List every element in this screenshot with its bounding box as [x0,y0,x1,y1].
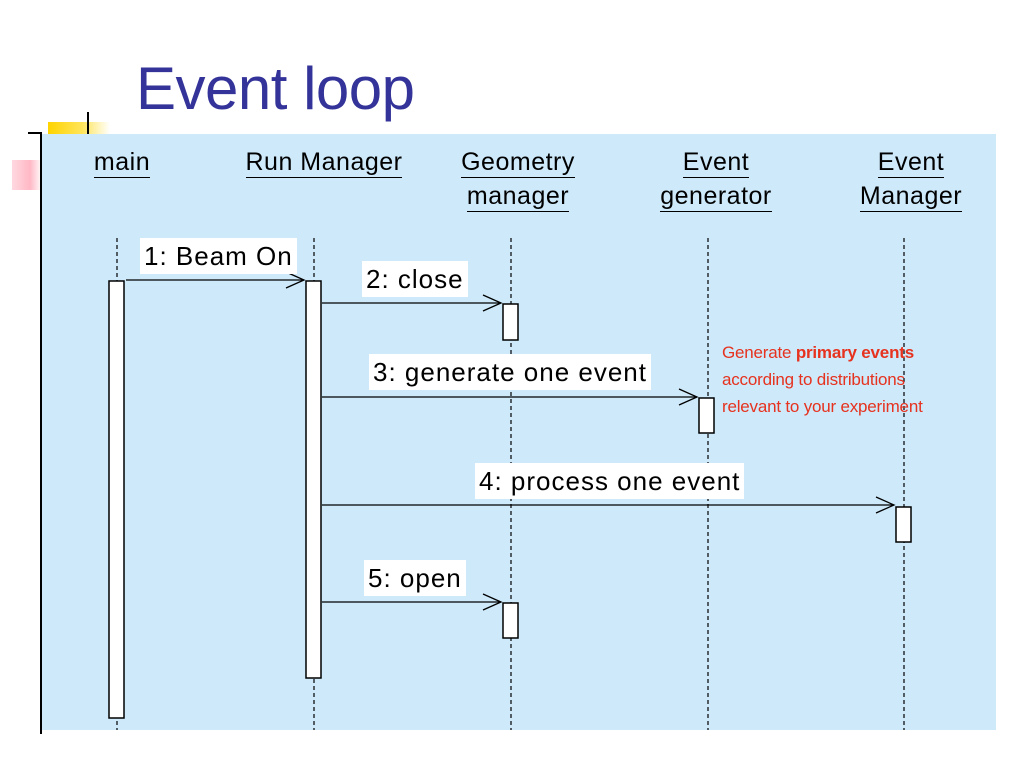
message-close-label: 2: close [362,261,468,297]
object-geometry-manager-line1: Geometry [461,148,575,178]
object-event-manager-line1: Event [877,148,945,178]
note-prefix: Generate [722,343,796,362]
decor-vertical-rule [40,134,42,734]
object-event-manager-line2: Manager [859,182,963,212]
object-event-manager: Event Manager [838,145,984,213]
activation-geometry-close [502,303,519,341]
slide-title: Event loop [136,55,415,122]
decor-horizontal-rule [28,132,42,134]
object-geometry-manager-line2: manager [466,182,570,212]
message-process-one-event-label: 4: process one event [475,463,745,499]
object-run-manager-label: Run Manager [245,148,403,178]
note-line3: relevant to your experiment [722,397,923,416]
arrowhead-beam-on [285,271,306,289]
decor-pink-block [12,160,42,190]
message-open-label: 5: open [364,560,466,596]
message-beam-on-label: 1: Beam On [140,238,297,274]
object-geometry-manager: Geometry manager [432,145,604,213]
activation-event-manager [895,506,912,543]
activation-event-generator [698,397,715,434]
object-event-generator: Event generator [634,145,798,213]
decor-tick [87,112,89,134]
object-event-generator-line2: generator [660,182,772,212]
note-line2: according to distributions [722,370,905,389]
object-event-generator-line1: Event [682,148,750,178]
activation-main [108,280,125,719]
object-run-manager: Run Manager [224,145,424,179]
activation-geometry-open [502,602,519,639]
arrowhead-generate-one-event [678,388,699,406]
diagram-panel [42,134,996,730]
object-main: main [80,145,164,179]
object-main-label: main [93,148,151,178]
message-generate-one-event-label: 3: generate one event [369,354,651,390]
decor-yellow-bar [48,122,110,136]
message-arrows [126,271,896,611]
note-bold: primary events [795,343,914,362]
arrowhead-process-one-event [875,496,896,514]
activation-run-manager [305,280,322,679]
primary-events-note: Generate primary events according to dis… [722,339,962,420]
activations [108,280,912,719]
arrowhead-close [482,294,503,312]
arrowhead-open [482,593,503,611]
